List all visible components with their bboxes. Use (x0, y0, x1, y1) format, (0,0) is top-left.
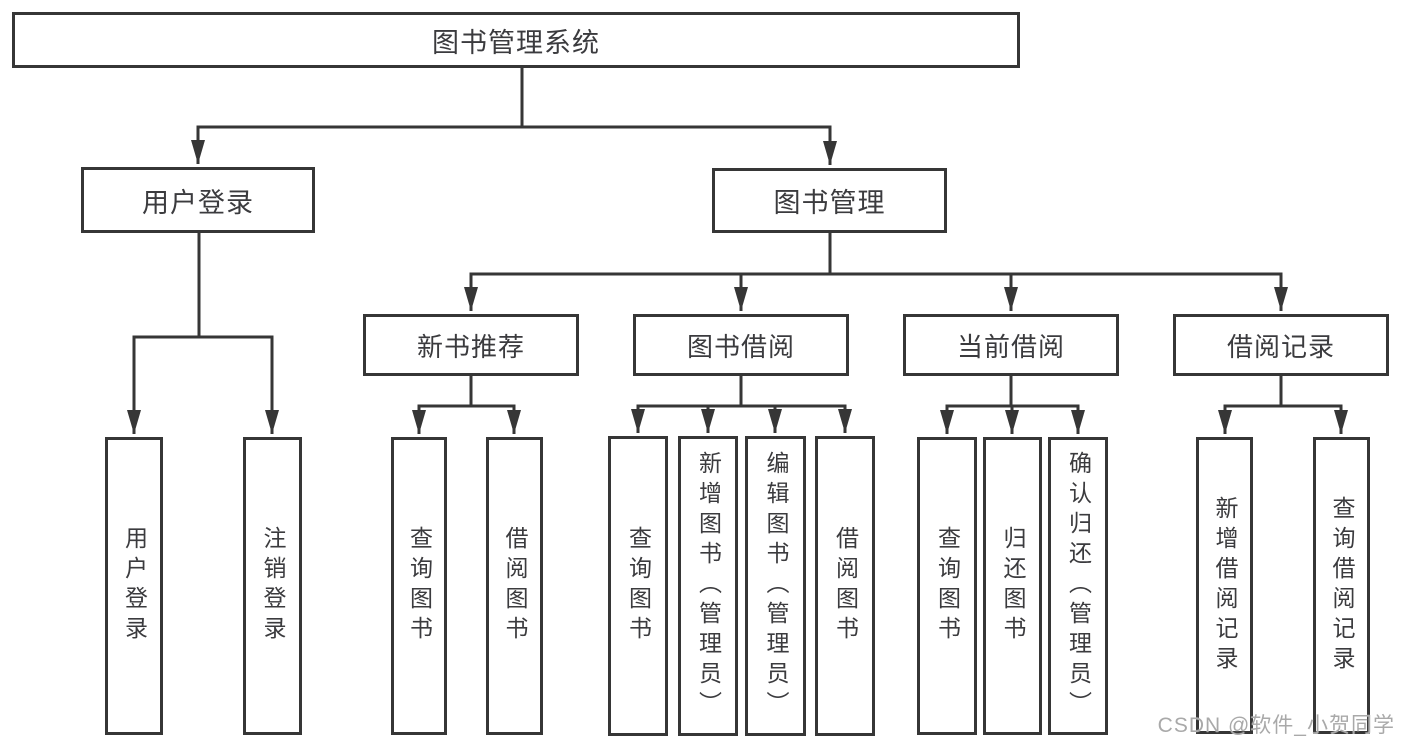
node-borrow-books-2: 借阅图书 (815, 436, 875, 736)
node-add-books-admin: 新增图书（管理员） (678, 436, 738, 736)
node-query-books-3: 查询图书 (917, 437, 977, 735)
node-edit-books-admin: 编辑图书（管理员） (745, 436, 806, 736)
node-book-management: 图书管理 (712, 168, 947, 233)
node-confirm-return-admin: 确认归还（管理员） (1048, 437, 1108, 735)
node-new-book-recommendation: 新书推荐 (363, 314, 579, 376)
watermark: CSDN @软件_小贺同学 (1157, 714, 1395, 737)
node-user-login-leaf: 用户登录 (105, 437, 163, 735)
node-borrow-books-1: 借阅图书 (486, 437, 543, 735)
node-query-borrow-record: 查询借阅记录 (1313, 437, 1370, 734)
node-query-books-2: 查询图书 (608, 436, 668, 736)
node-return-books: 归还图书 (983, 437, 1042, 735)
node-user-login: 用户登录 (81, 167, 315, 233)
node-query-books-1: 查询图书 (391, 437, 447, 735)
node-root: 图书管理系统 (12, 12, 1020, 68)
node-logout-leaf: 注销登录 (243, 437, 302, 735)
node-current-borrowing: 当前借阅 (903, 314, 1119, 376)
node-add-borrow-record: 新增借阅记录 (1196, 437, 1253, 734)
node-book-borrowing: 图书借阅 (633, 314, 849, 376)
node-borrowing-records: 借阅记录 (1173, 314, 1389, 376)
